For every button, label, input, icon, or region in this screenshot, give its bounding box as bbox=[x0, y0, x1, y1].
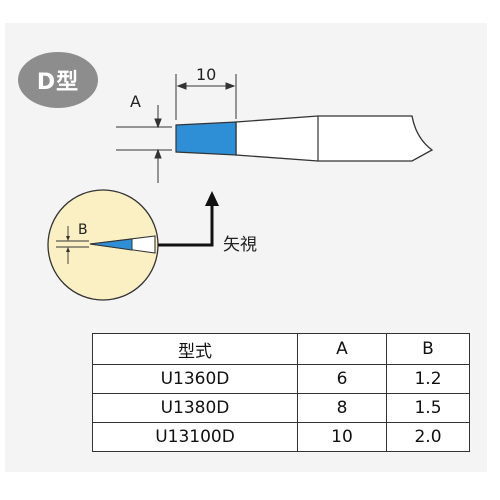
tip-body bbox=[235, 115, 434, 162]
arrowhead bbox=[176, 82, 187, 90]
cell-a: 6 bbox=[297, 364, 387, 394]
dimension-a-label: A bbox=[130, 92, 141, 111]
detail-view bbox=[47, 189, 159, 301]
view-arrow bbox=[158, 191, 219, 247]
view-arrowhead bbox=[205, 191, 219, 206]
cell-a: 8 bbox=[297, 393, 387, 423]
cell-model: U1380D bbox=[92, 393, 298, 423]
arrowhead bbox=[225, 82, 236, 90]
spec-table: 型式 A B U1360D 6 1.2 U1380D 8 1.5 U13100D… bbox=[92, 333, 470, 452]
arrowhead bbox=[154, 148, 162, 159]
arrowhead bbox=[66, 236, 70, 241]
dimension-length-label: 10 bbox=[196, 65, 217, 84]
arrowhead bbox=[154, 118, 162, 129]
type-badge: D型 bbox=[18, 52, 98, 108]
cell-b: 2.0 bbox=[386, 422, 470, 452]
table-row: U1380D 8 1.5 bbox=[92, 393, 470, 423]
cell-model: U1360D bbox=[92, 364, 298, 394]
cell-a: 10 bbox=[297, 422, 387, 452]
header-a: A bbox=[297, 333, 387, 365]
detail-tip-blade bbox=[89, 238, 133, 251]
arrowhead bbox=[66, 247, 70, 252]
cell-b: 1.5 bbox=[386, 393, 470, 423]
dimension-length bbox=[175, 74, 237, 120]
dimension-a bbox=[116, 105, 172, 183]
tip-blade bbox=[175, 121, 237, 156]
table-row: U13100D 10 2.0 bbox=[92, 422, 470, 452]
view-label: 矢視 bbox=[223, 235, 257, 255]
cell-model: U13100D bbox=[92, 422, 298, 452]
table-header-row: 型式 A B bbox=[92, 333, 470, 365]
header-b: B bbox=[386, 333, 470, 365]
cell-b: 1.2 bbox=[386, 364, 470, 394]
table-row: U1360D 6 1.2 bbox=[92, 364, 470, 394]
header-model: 型式 bbox=[92, 333, 298, 365]
tip-side-view bbox=[175, 115, 434, 162]
dimension-b-label: B bbox=[78, 222, 88, 238]
view-arrow-line bbox=[158, 204, 214, 247]
